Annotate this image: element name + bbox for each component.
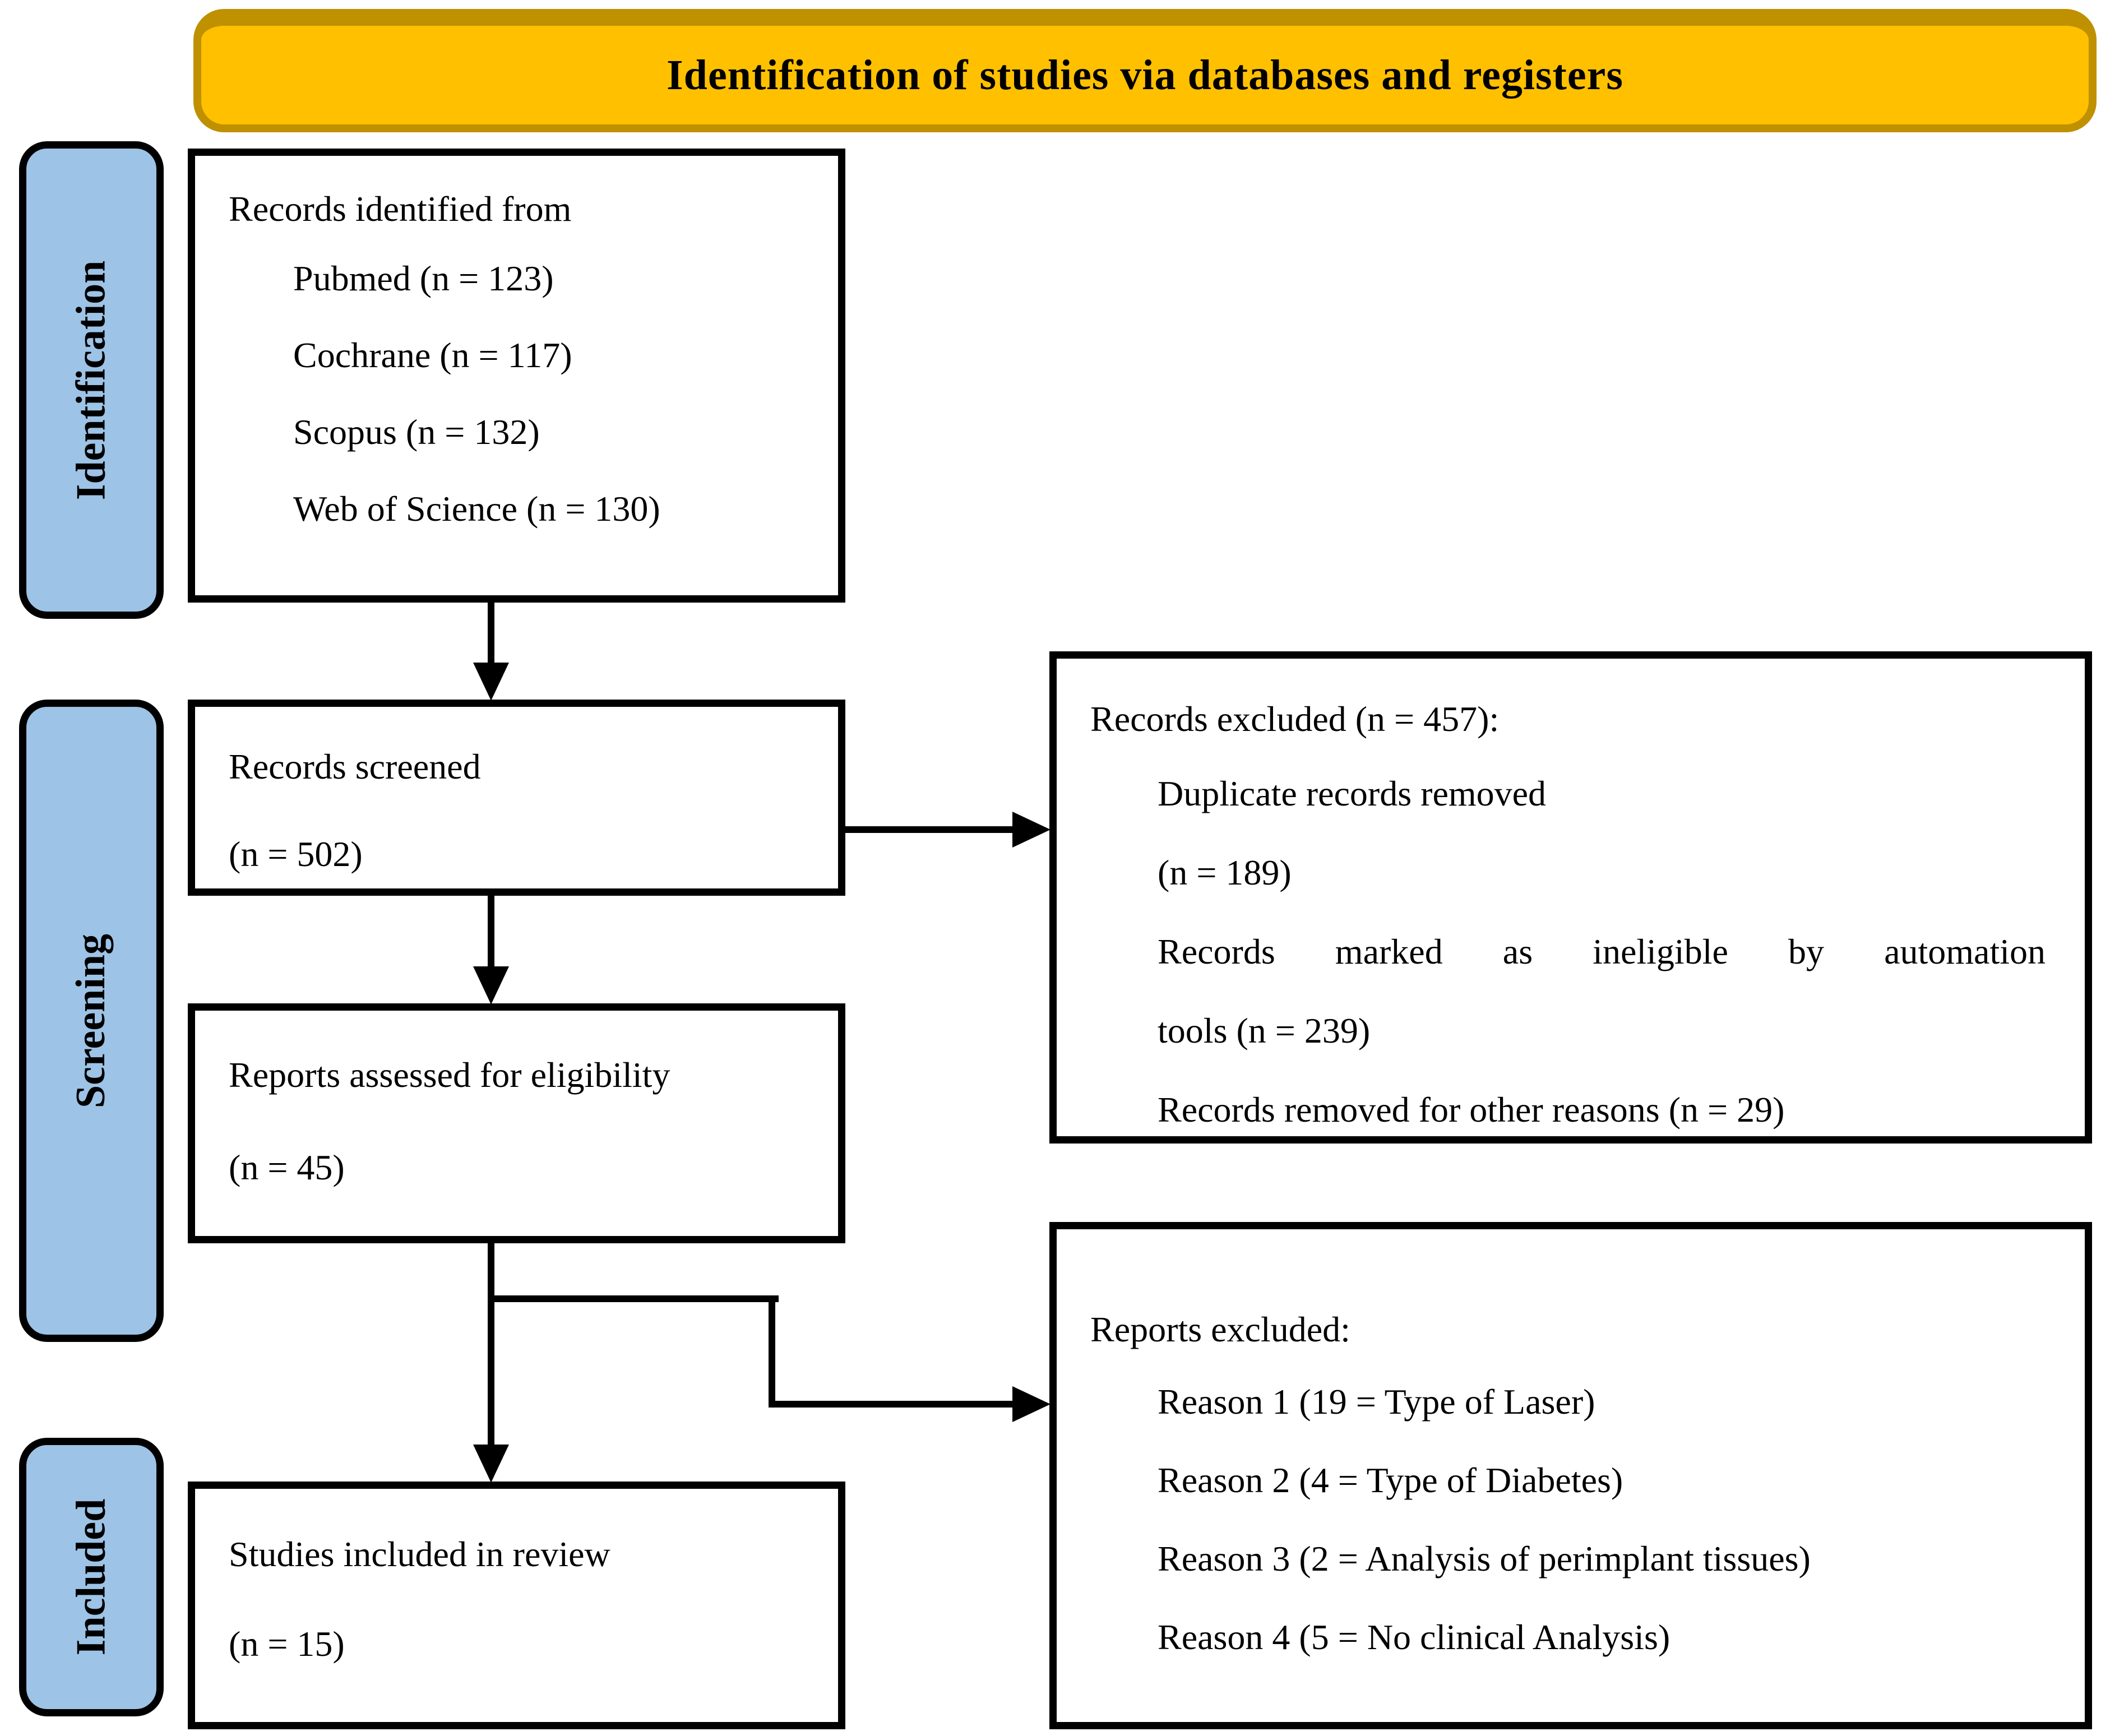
studies-included-count: (n = 15)	[229, 1624, 345, 1664]
reports-excluded-reason-4: Reason 4 (5 = No clinical Analysis)	[1158, 1617, 1670, 1657]
stage-identification: Identification	[19, 141, 164, 619]
records-excluded-item-duplicates: Duplicate records removed	[1158, 774, 1547, 813]
records-identified-item-pubmed: Pubmed (n = 123)	[293, 258, 554, 298]
box-reports-assessed: Reports assessed for eligibility (n = 45…	[188, 1003, 845, 1243]
arrow-identified-to-screened-line	[488, 603, 494, 666]
arrow-assessed-to-included-head-icon	[473, 1445, 509, 1483]
records-screened-line1: Records screened	[229, 747, 481, 786]
records-excluded-item-duplicates-count: (n = 189)	[1158, 853, 1292, 892]
reports-excluded-reason-1: Reason 1 (19 = Type of Laser)	[1158, 1382, 1595, 1422]
stage-screening: Screening	[19, 700, 164, 1342]
arrow-assessed-to-included-line	[488, 1243, 494, 1446]
studies-included-line1: Studies included in review	[229, 1534, 610, 1574]
records-excluded-item-other-reasons: Records removed for other reasons (n = 2…	[1158, 1090, 1785, 1129]
arrow-screened-to-assessed-line	[488, 896, 494, 969]
records-identified-item-cochrane: Cochrane (n = 117)	[293, 335, 572, 375]
reports-excluded-reason-3: Reason 3 (2 = Analysis of perimplant tis…	[1158, 1539, 1811, 1578]
arrow-identified-to-screened-head-icon	[473, 663, 509, 701]
arrow-screened-to-records-excluded-head-icon	[1012, 812, 1051, 848]
box-records-excluded: Records excluded (n = 457): Duplicate re…	[1049, 651, 2092, 1144]
box-records-identified: Records identified from Pubmed (n = 123)…	[188, 149, 845, 603]
stage-included: Included	[19, 1438, 164, 1716]
records-excluded-heading: Records excluded (n = 457):	[1090, 699, 1500, 739]
banner: Identification of studies via databases …	[193, 9, 2097, 132]
reports-assessed-line1: Reports assessed for eligibility	[229, 1055, 670, 1095]
arrow-screened-to-records-excluded-line	[845, 826, 1016, 833]
branch-assessed-to-reports-excluded-segment3	[769, 1401, 1014, 1408]
records-identified-item-wos: Web of Science (n = 130)	[293, 489, 660, 529]
stage-screening-label: Screening	[68, 933, 114, 1108]
box-records-screened: Records screened (n = 502)	[188, 700, 845, 896]
reports-excluded-reason-2: Reason 2 (4 = Type of Diabetes)	[1158, 1460, 1623, 1500]
branch-assessed-to-reports-excluded-segment1	[491, 1295, 779, 1302]
arrow-screened-to-assessed-head-icon	[473, 966, 509, 1004]
banner-title: Identification of studies via databases …	[667, 51, 1623, 99]
branch-assessed-to-reports-excluded-segment2	[769, 1295, 775, 1408]
records-identified-item-scopus: Scopus (n = 132)	[293, 412, 540, 452]
records-identified-heading: Records identified from	[229, 189, 572, 229]
box-studies-included: Studies included in review (n = 15)	[188, 1482, 845, 1729]
reports-excluded-heading: Reports excluded:	[1090, 1309, 1350, 1349]
records-excluded-item-automation: Records marked as ineligible by automati…	[1158, 932, 2046, 971]
stage-included-label: Included	[68, 1498, 114, 1656]
stage-identification-label: Identification	[68, 260, 114, 500]
branch-assessed-to-reports-excluded-head-icon	[1012, 1386, 1051, 1422]
records-excluded-item-automation-count: tools (n = 239)	[1158, 1011, 1371, 1050]
records-screened-count: (n = 502)	[229, 834, 363, 874]
reports-assessed-count: (n = 45)	[229, 1147, 345, 1187]
box-reports-excluded: Reports excluded: Reason 1 (19 = Type of…	[1049, 1222, 2092, 1729]
